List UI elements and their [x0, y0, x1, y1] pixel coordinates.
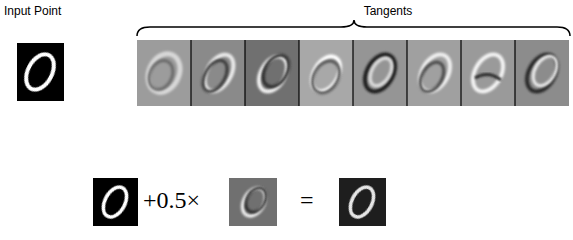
equation-input-digit	[93, 178, 138, 226]
equation-result	[339, 178, 386, 226]
equation-term: +0.5×	[143, 187, 200, 213]
input-label: Input Point	[4, 5, 61, 18]
equation-tangent	[229, 178, 277, 226]
input-digit	[17, 43, 64, 101]
tangents-label: Tangents	[364, 5, 413, 18]
curly-bracket	[137, 20, 570, 36]
equals-sign: =	[300, 187, 314, 213]
tangent-images	[137, 40, 569, 106]
